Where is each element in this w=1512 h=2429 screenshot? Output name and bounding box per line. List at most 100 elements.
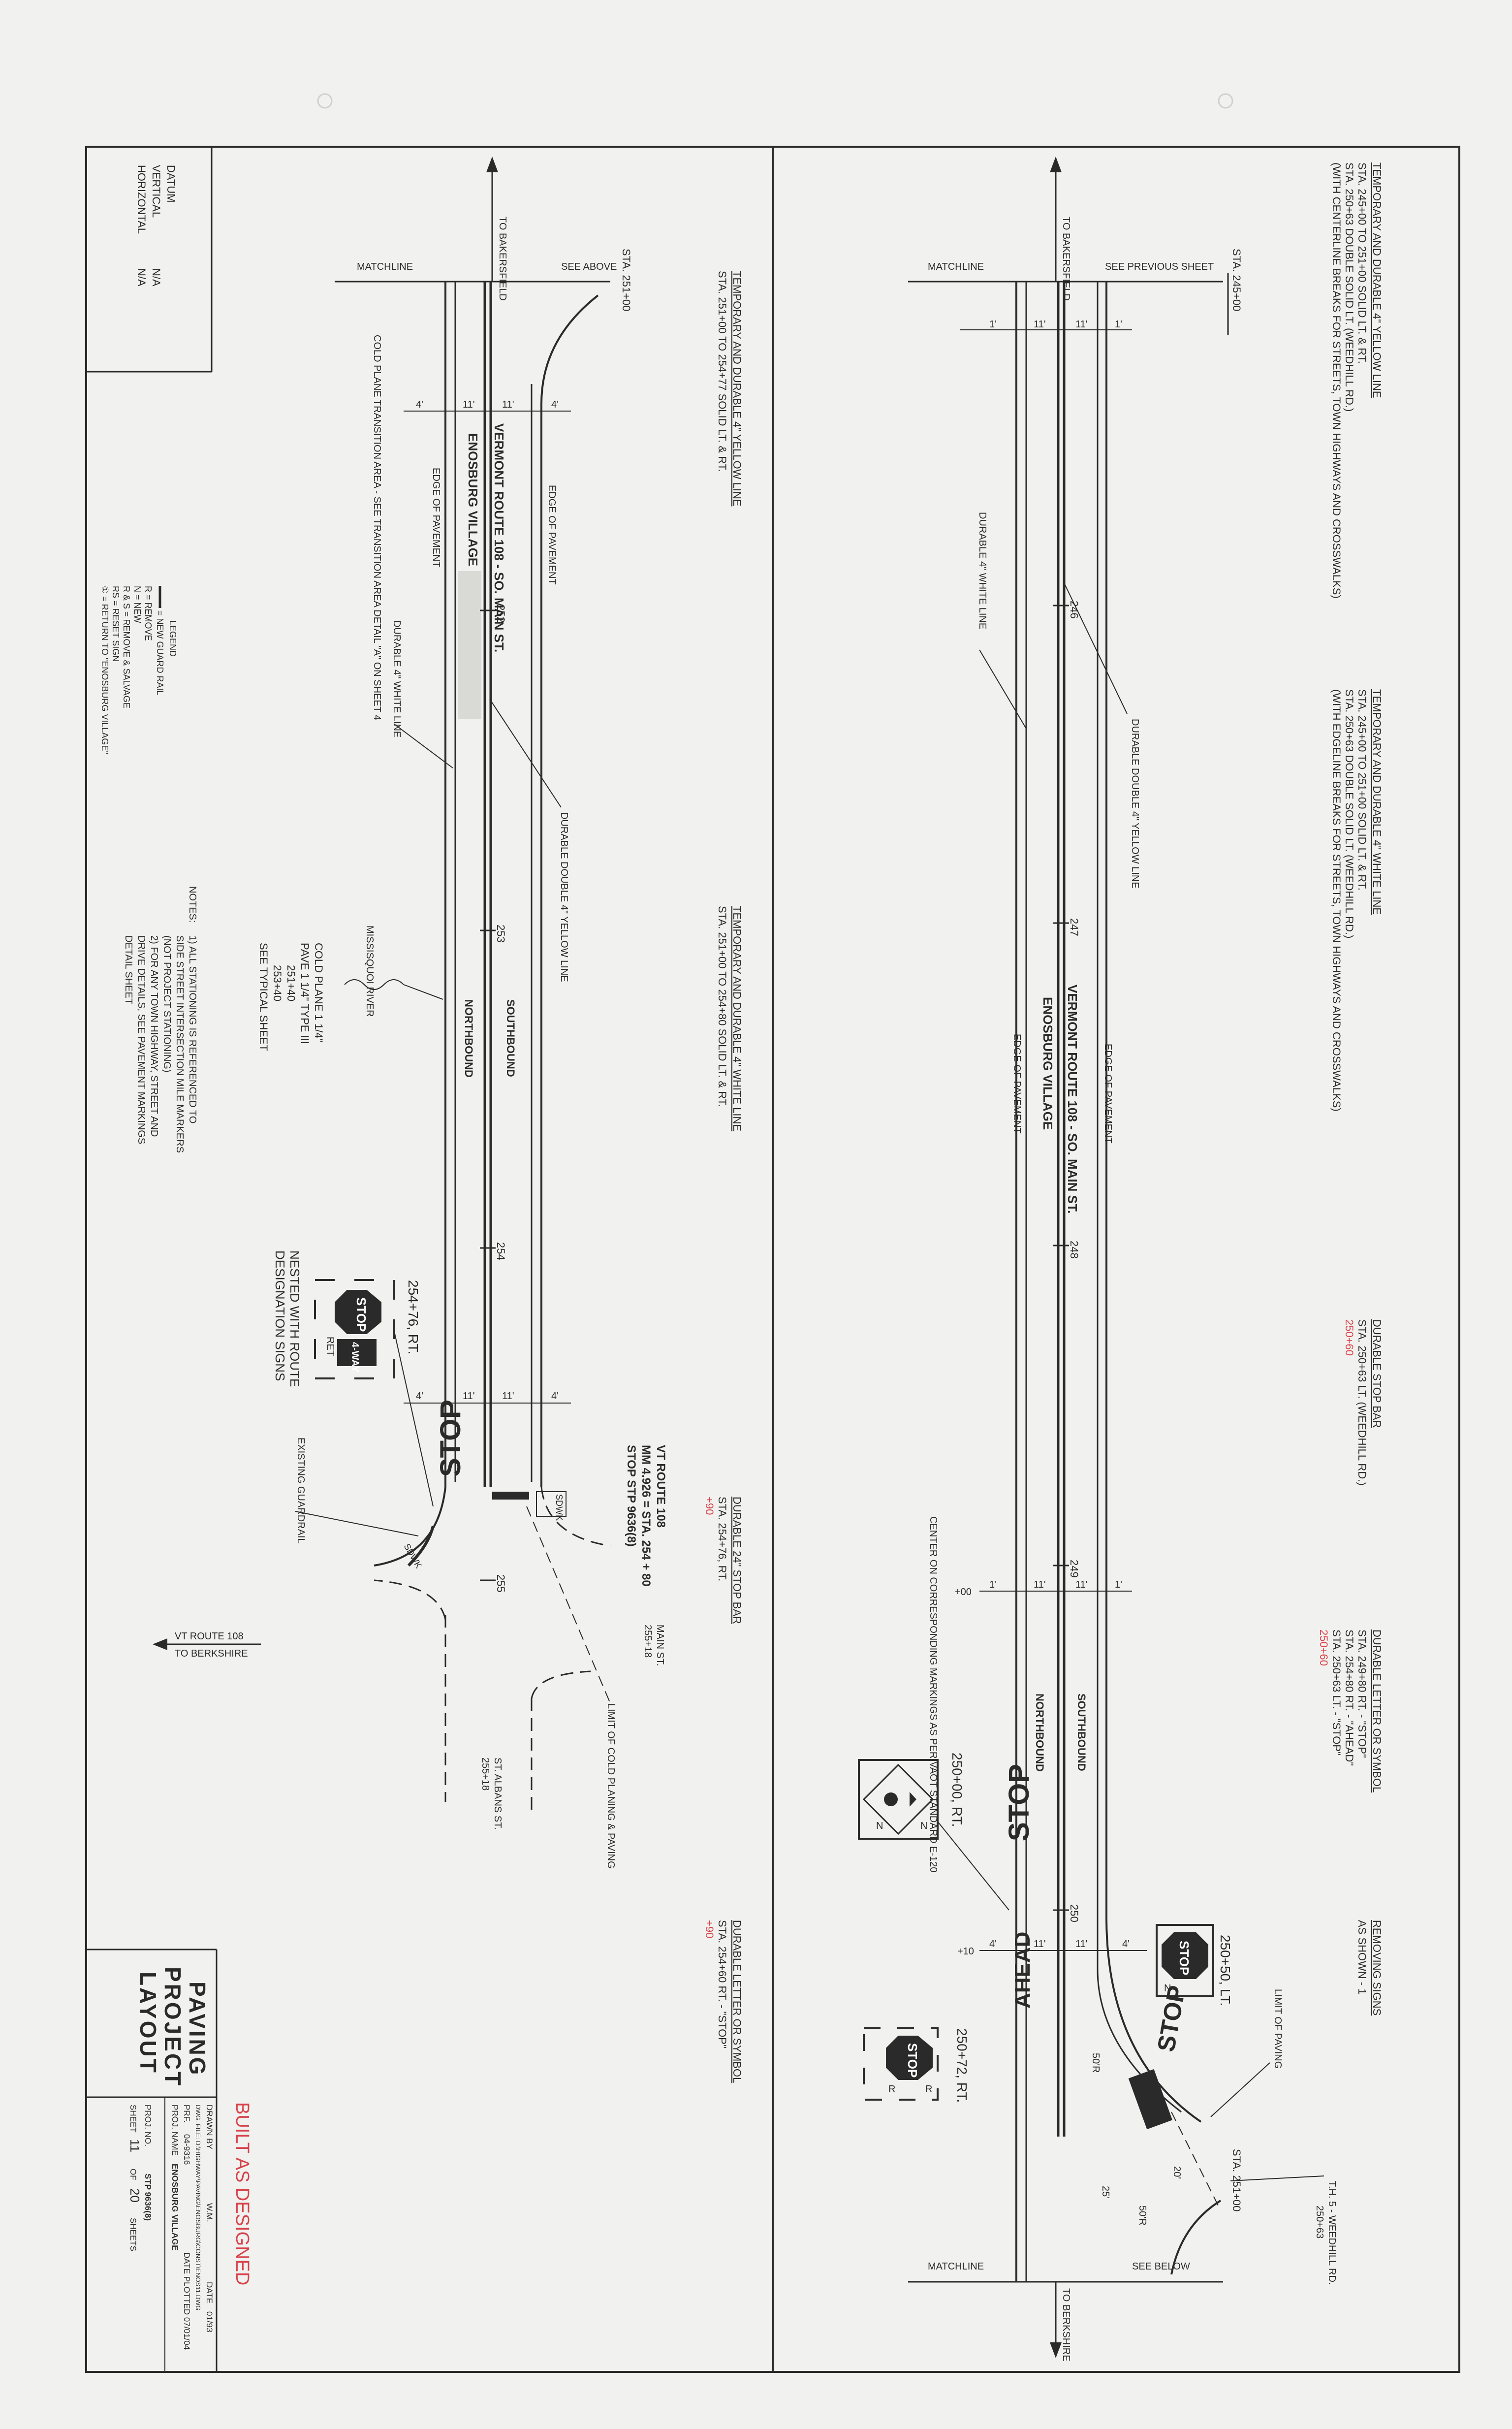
to-bakersfield-label: TO BAKERSFIELD (497, 217, 508, 301)
sdwk-label: SDWK (554, 1494, 564, 1521)
upper-frame: TEMPORARY AND DURABLE 4" YELLOW LINE STA… (858, 157, 1383, 2362)
note-line: 2) FOR ANY TOWN HIGHWAY, STREET AND (149, 935, 159, 1137)
drawn-by-value: W.M. (205, 2203, 214, 2222)
see-below-label: SEE BELOW (1132, 2261, 1190, 2272)
st-albans-label: ST. ALBANS ST. (492, 1758, 503, 1830)
arrow-head (1050, 157, 1062, 172)
plotted-date: DATE PLOTTED 07/01/04 (182, 2252, 191, 2350)
see-above-label: SEE ABOVE (561, 261, 617, 272)
width-label: 4' (551, 399, 559, 410)
width-label: 11' (502, 399, 514, 410)
legend-title: LEGEND (168, 620, 178, 657)
upper-notes: TEMPORARY AND DURABLE 4" YELLOW LINE STA… (1318, 162, 1383, 2015)
vt-route-label: VT ROUTE 108 (654, 1445, 667, 1528)
arrow-head (486, 157, 498, 172)
width-label: 4' (1122, 1939, 1130, 1950)
letter-symbol-note: STA. 249+80 RT. - "STOP" (1356, 1630, 1368, 1758)
ret-label: RET (364, 1344, 375, 1364)
weedhill-label: T.H. 5 - WEEDHILL RD. (1326, 2181, 1337, 2285)
letter-symbol-red-note: +90 (703, 1920, 716, 1938)
stop-bar-note-title: DURABLE 24" STOP BAR (731, 1497, 743, 1624)
plus-10-label: +10 (957, 1946, 974, 1957)
width-label: 4' (551, 1391, 559, 1402)
date-value: 01/93 (205, 2311, 214, 2333)
lower-frame: TEMPORARY AND DURABLE 4" YELLOW LINE STA… (86, 147, 743, 2372)
leader-line (1230, 2175, 1324, 2181)
sign-station-label: 250+00, RT. (949, 1753, 965, 1827)
center-note-text: CENTER ON CORRESPONDING MARKINGS AS PER … (928, 1516, 939, 1872)
village-label: ENOSBURG VILLAGE (466, 433, 480, 566)
note-line: DRIVE DETAILS, SEE PAVEMENT MARKINGS (136, 935, 147, 1144)
weedhill-station: 250+63 (1314, 2205, 1325, 2238)
stop-bar-note: STA. 254+76, RT. (716, 1497, 728, 1581)
legend-item: ① = RETURN TO "ENOSBURG VILLAGE" (100, 586, 110, 754)
see-previous-label: SEE PREVIOUS SHEET (1105, 261, 1214, 272)
letter-symbol-note: STA. 254+80 RT. - "AHEAD" (1343, 1630, 1355, 1766)
river-squiggle (344, 979, 404, 990)
width-label: 11' (1075, 319, 1088, 330)
nested-label: NESTED WITH ROUTE (287, 1250, 302, 1387)
cold-plane-transition-area (458, 571, 481, 719)
limit-of-paving-label: LIMIT OF PAVING (1272, 1989, 1283, 2069)
northbound-label: NORTHBOUND (1034, 1694, 1046, 1772)
paving-callout: COLD PLANE 1 1/4" PAVE 1 1/4" TYPE III 2… (257, 943, 325, 1051)
white-line-note: STA. 251+00 TO 254+80 SOLID LT. & RT. (716, 906, 728, 1107)
lower-notes: TEMPORARY AND DURABLE 4" YELLOW LINE STA… (703, 271, 743, 2083)
width-label: 1' (989, 1579, 997, 1590)
stop-bar (492, 1492, 529, 1500)
to-bakersfield-label: TO BAKERSFIELD (1061, 217, 1071, 301)
to-berkshire-label: TO BERKSHIRE (1061, 2288, 1071, 2362)
title-paving: PAVING (185, 1982, 210, 2077)
matchline-label: MATCHLINE (928, 2261, 984, 2272)
built-as-designed-stamp: BUILT AS DESIGNED (232, 2102, 252, 2285)
st-albans-station: 255+18 (480, 1758, 491, 1790)
width-label: 11' (463, 399, 475, 410)
arrow-head (153, 1638, 167, 1650)
leader-line (295, 1511, 419, 1536)
proj-name-label: PROJ. NAME (170, 2105, 180, 2156)
yellow-line-note-title: TEMPORARY AND DURABLE 4" YELLOW LINE (1371, 162, 1383, 398)
station-number: 248 (1068, 1241, 1080, 1259)
station-number: 250 (1068, 1904, 1080, 1922)
width-label: 11' (1034, 1939, 1046, 1950)
double-yellow-callout: DURABLE DOUBLE 4" YELLOW LINE (559, 812, 569, 982)
yellow-line-note: STA. 245+00 TO 251+00 SOLID LT. & RT. (1356, 162, 1368, 364)
leader-line (1210, 2062, 1270, 2117)
edge-of-pavement-label: EDGE OF PAVEMENT (1102, 1044, 1113, 1144)
ret-label: RET (325, 1337, 336, 1356)
prf-value: 04-9316 (182, 2134, 191, 2165)
limit-of-cold-planing-line (526, 1506, 611, 1704)
stop-bar-red-note: +90 (703, 1497, 716, 1515)
edge-of-pavement-label: EDGE OF PAVEMENT (431, 468, 441, 568)
sign-250-00: N N 250+00, RT. (858, 1753, 1009, 1911)
title-project: PROJECT (160, 1967, 186, 2087)
punch-hole (317, 93, 333, 109)
stop-bar-note: STA. 250+63 LT. (WEEDHILL RD.) (1356, 1319, 1368, 1486)
painted-stop-marking: STOP (435, 1400, 467, 1477)
stop-bar-note-title: DURABLE STOP BAR (1371, 1319, 1383, 1428)
proj-no-value: STP 9636(8) (143, 2173, 153, 2221)
stop-octagon (335, 1290, 381, 1334)
crosswalk-sdwk (536, 1491, 567, 1517)
lower-roadway (374, 282, 611, 1812)
radius-label: 50'R (1137, 2205, 1148, 2226)
datum-vertical-label: VERTICAL (150, 165, 162, 218)
limit-cold-planing-label: LIMIT OF COLD PLANING & PAVING (605, 1703, 616, 1869)
proj-name-value: ENOSBURG VILLAGE (170, 2164, 180, 2251)
arrow-head (1050, 2342, 1062, 2358)
legend-item: = NEW GUARD RAIL (155, 610, 165, 696)
letter-symbol-note: STA. 250+63 LT. - "STOP" (1330, 1630, 1343, 1756)
width-label: 11' (1075, 1579, 1088, 1590)
painted-ahead-marking: AHEAD (1010, 1932, 1035, 2009)
arrow-symbol (910, 1792, 916, 1807)
limit-of-paving-line (1171, 2111, 1221, 2211)
see-typical-label: SEE TYPICAL SHEET (257, 943, 270, 1051)
sign-stop-text: STOP (1177, 1941, 1192, 1975)
note-line: SIDE STREET INTERSECTION MILE MARKERS (174, 935, 185, 1153)
lower-station-ticks: 252 253 254 255 (480, 605, 507, 1593)
intersection-curve-left (374, 1486, 446, 1566)
leader-line (393, 1329, 434, 1507)
berkshire-label: VT ROUTE 108 (175, 1631, 244, 1642)
letter-symbol-note-title: DURABLE LETTER OR SYMBOL (1371, 1630, 1383, 1792)
